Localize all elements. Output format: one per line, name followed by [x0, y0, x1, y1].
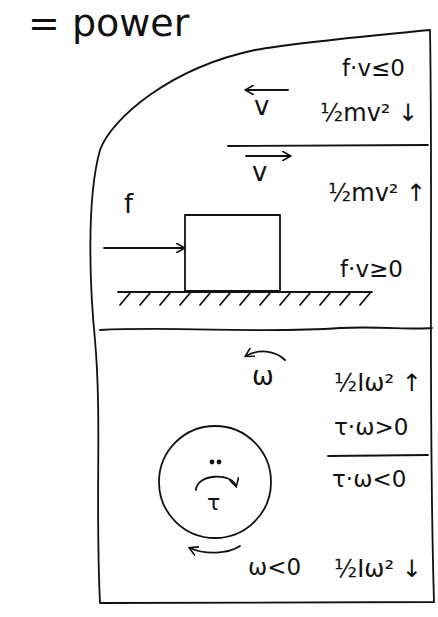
handwritten-label: ω<0 — [248, 554, 301, 580]
arrow-right — [246, 155, 290, 157]
divider-wavy — [100, 327, 432, 330]
handwritten-label: = power — [28, 2, 189, 46]
force-arrow — [104, 247, 184, 249]
omega-arrow — [246, 351, 285, 360]
torque-arrow — [196, 477, 236, 490]
handwritten-label: f — [124, 190, 133, 220]
handwritten-label: ½mv² ↑ — [328, 180, 426, 208]
handwritten-label: τ — [207, 490, 220, 515]
ground-hatch — [120, 293, 370, 305]
block — [185, 215, 280, 291]
separator-line — [228, 145, 428, 146]
wheel-dot — [211, 461, 214, 464]
handwritten-label: f·v≤0 — [342, 55, 405, 81]
enclosing-blob — [90, 30, 434, 603]
handwritten-label: τ·ω<0 — [332, 466, 406, 492]
omega-arrow — [190, 546, 240, 553]
handwritten-label: v — [254, 92, 269, 122]
handwritten-label: τ·ω>0 — [334, 414, 408, 440]
arrow-left — [246, 89, 288, 91]
separator-line — [328, 455, 428, 456]
handwritten-label: f·v≥0 — [340, 256, 403, 282]
handwritten-label: ½mv² ↓ — [320, 100, 418, 128]
handwritten-label: v — [252, 158, 267, 188]
ground-line — [118, 291, 372, 293]
handwritten-label: ½Iω² ↑ — [334, 370, 422, 398]
wheel — [159, 426, 271, 538]
handwritten-label: ω — [252, 362, 274, 392]
handwritten-label: ½Iω² ↓ — [334, 556, 422, 584]
wheel-dot — [218, 461, 221, 464]
